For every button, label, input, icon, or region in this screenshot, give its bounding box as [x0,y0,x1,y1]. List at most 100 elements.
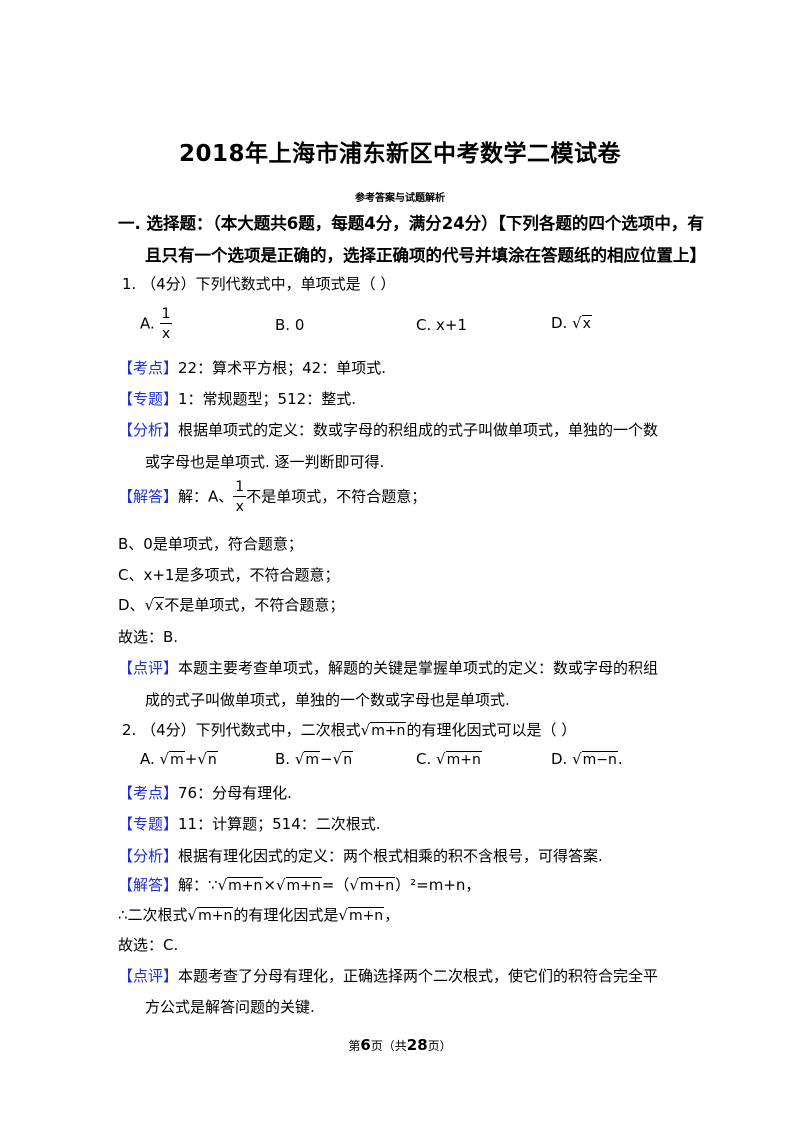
q2-stem-pre: 2. （4分）下列代数式中，二次根式 [122,721,361,739]
sqrt-radical: √m+n [218,876,264,894]
kaodian-text: 76：分母有理化. [178,784,292,802]
section-heading-line1: 一. 选择题：（本大题共6题，每题4分，满分24分）【下列各题的四个选项中，有 [118,214,704,233]
fenxi-text: 根据单项式的定义：数或字母的积组成的式子叫做单项式，单独的一个数 [178,421,659,439]
q1-option-a-label: A. [140,314,155,333]
q1-option-c: C. x+1 [416,316,467,334]
radicand: x [581,315,592,332]
jieda-tag: 【解答】 [118,876,179,894]
kaodian-tag: 【考点】 [118,784,179,802]
therefore-mid: 的有理化因式是 [233,906,339,924]
radicand: m+n [227,877,264,894]
q2-therefore: ∴二次根式√m+n的有理化因式是√m+n， [118,904,399,925]
line-d-prefix: D、 [118,596,145,614]
radicand: n [206,751,218,768]
q2-kaodian: 【考点】76：分母有理化. [118,782,292,803]
radicand: m−n [581,751,618,768]
sqrt-radical: √m+n [276,876,322,894]
sqrt-icon: √ [436,750,446,768]
q1-choice: 故选：B. [118,628,179,646]
footer-pre: 第 [348,1039,361,1053]
sqrt-radical: √m [160,750,185,768]
sqrt-radical: √m+n [349,876,396,894]
q2-zhuanti: 【专题】11：计算题；514：二次根式. [118,813,381,834]
jieda-text-post: 不是单项式，不符合题意； [246,487,427,506]
times-sign: × [263,876,276,894]
q1-fenxi-cont: 或字母也是单项式. 逐一判断即可得. [145,453,385,471]
fraction-denominator: x [235,499,244,515]
radicand: m+n [285,877,322,894]
q2-option-b-label: B. [275,750,291,768]
jieda-text: 解：A、 [178,487,234,506]
dianping-text: 本题考查了分母有理化，正确选择两个二次根式，使它们的积符合完全平 [178,967,659,985]
sqrt-radical: √m+n [361,721,407,739]
sqrt-icon: √ [197,750,207,768]
radicand: m [304,751,321,768]
sqrt-radical: √m+n [338,906,385,924]
q1-fenxi: 【分析】根据单项式的定义：数或字母的积组成的式子叫做单项式，单独的一个数 [118,419,658,440]
sqrt-icon: √ [360,721,371,739]
zhuanti-tag: 【专题】 [118,390,179,408]
sqrt-icon: √ [275,876,286,894]
q2-fenxi: 【分析】根据有理化因式的定义：两个根式相乘的积不含根号，可得答案. [118,845,603,866]
sqrt-radical: √n [197,750,218,768]
sqrt-radical: √n [332,750,354,768]
page-total: 28 [406,1036,428,1054]
q1-line-d: D、√x不是单项式，不符合题意； [118,594,344,615]
therefore-end: ， [384,906,400,924]
jieda-text: 解：∵ [178,876,218,894]
sqrt-icon: √ [332,750,343,768]
fraction-numerator: 1 [233,479,247,497]
q2-option-a: A. √m+√n [140,750,218,768]
section-heading-line2: 且只有一个选项是正确的，选择正确项的代号并填涂在答题纸的相应位置上】 [145,246,706,265]
fenxi-tag: 【分析】 [118,421,179,439]
fraction: 1 x [159,306,173,341]
footer-post: 页） [427,1039,452,1053]
line-d-post: 不是单项式，不符合题意； [164,596,345,614]
radicand: n [342,751,354,768]
dianping-text: 本题主要考查单项式，解题的关键是掌握单项式的定义：数或字母的积组 [178,659,659,677]
radicand: m+n [445,751,482,768]
jieda-text-post: ）²=m+n， [395,876,481,894]
page-subtitle: 参考答案与试题解析 [355,193,445,204]
sqrt-icon: √ [349,876,359,894]
q1-zhuanti: 【专题】1：常规题型；512：整式. [118,388,356,409]
q1-option-d-label: D. [551,314,568,332]
fenxi-tag: 【分析】 [118,847,179,865]
sqrt-icon: √ [572,750,582,768]
q1-line-b: B、0是单项式，符合题意； [118,535,303,553]
fraction-numerator: 1 [159,306,173,324]
q2-option-c-label: C. [416,750,432,768]
q2-dianping: 【点评】本题考查了分母有理化，正确选择两个二次根式，使它们的积符合完全平 [118,965,658,986]
sqrt-icon: √ [159,750,170,768]
operator: − [320,750,333,768]
therefore-text: ∴二次根式 [118,906,188,924]
q2-dianping-cont: 方公式是解答问题的关键. [145,998,315,1016]
sqrt-icon: √ [144,596,155,614]
jieda-tag: 【解答】 [118,487,179,506]
sqrt-icon: √ [572,314,582,332]
q1-option-d: D. √x [551,314,592,332]
q2-choice: 故选：C. [118,936,179,954]
q2-option-c: C. √m+n [416,750,482,768]
zhuanti-text: 11：计算题；514：二次根式. [178,815,381,833]
period: . [617,750,623,768]
radicand: m+n [347,907,385,924]
q1-kaodian: 【考点】22：算术平方根；42：单项式. [118,357,386,378]
sqrt-radical: √m+n [436,750,482,768]
sqrt-radical: √x [145,596,165,614]
sqrt-icon: √ [187,906,198,924]
kaodian-text: 22：算术平方根；42：单项式. [178,359,386,377]
q1-line-c: C、x+1是多项式，不符合题意； [118,566,340,584]
page-number: 6 [360,1036,371,1054]
sqrt-icon: √ [294,750,305,768]
sqrt-radical: √x [572,314,592,332]
dianping-tag: 【点评】 [118,967,179,985]
q2-option-d-label: D. [551,750,568,768]
sqrt-radical: √m [294,750,321,768]
sqrt-radical: √m+n [188,906,234,924]
q2-stem-post: 的有理化因式可以是（ ） [406,721,577,739]
page-title: 2018年上海市浦东新区中考数学二模试卷 [178,141,621,167]
q1-option-b: B. 0 [275,316,305,334]
page-footer: 第6页（共28页） [0,1036,800,1054]
